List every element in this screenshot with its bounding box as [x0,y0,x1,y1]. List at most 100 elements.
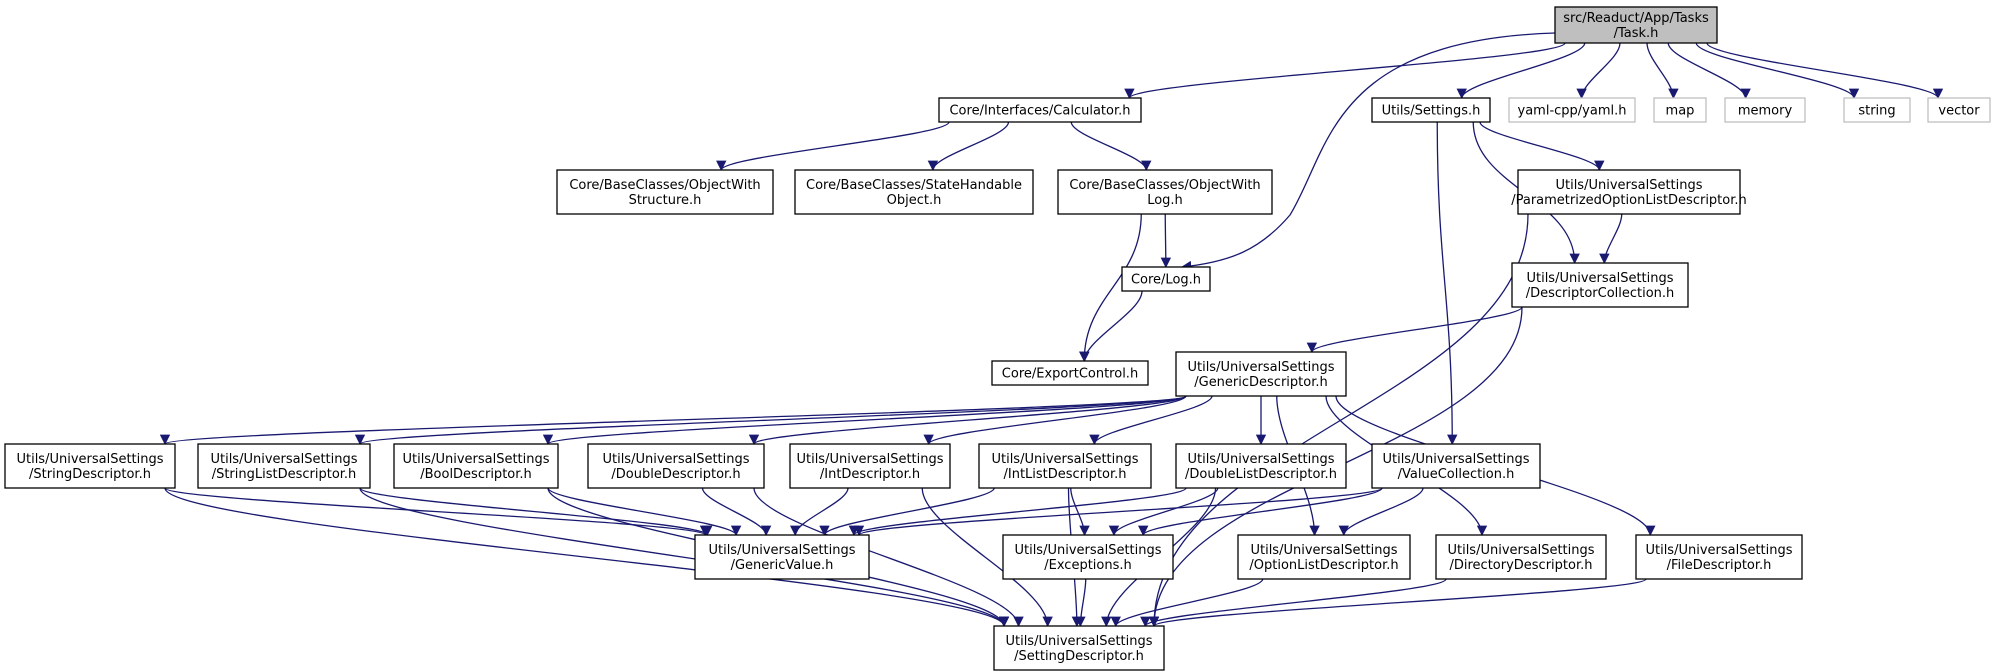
node-box[interactable] [1554,6,1718,44]
edge-task-to-memory [1667,42,1751,100]
node-box[interactable] [694,534,870,580]
node-stringlistdesc[interactable]: Utils/UniversalSettings/StringListDescri… [197,443,371,489]
node-string[interactable]: string [1843,97,1911,123]
node-box[interactable] [556,169,774,215]
node-directorydesc[interactable]: Utils/UniversalSettings/DirectoryDescrip… [1435,534,1607,580]
node-box[interactable] [1002,534,1174,580]
edge-filedesc-to-settingdesc [1149,578,1647,628]
node-box[interactable] [1517,169,1741,215]
node-label: /DoubleListDescriptor.h [1185,467,1337,482]
node-box[interactable] [1843,97,1911,123]
node-box[interactable] [1057,169,1273,215]
node-yaml[interactable]: yaml-cpp/yaml.h [1508,97,1636,123]
edge-genericdesc-to-intdesc [923,395,1187,446]
edge-calculator-to-objstructure [716,121,950,172]
node-memory[interactable]: memory [1724,97,1806,123]
node-calculator[interactable]: Core/Interfaces/Calculator.h [938,97,1142,123]
node-intdesc[interactable]: Utils/UniversalSettings/IntDescriptor.h [789,443,951,489]
node-box[interactable] [794,169,1034,215]
node-box[interactable] [991,360,1149,386]
node-label: Utils/UniversalSettings [1555,178,1702,193]
node-box[interactable] [197,443,371,489]
edge-valuecollection-to-genericvalue [854,487,1383,537]
edge-stringlistdesc-to-genericvalue [359,487,713,537]
node-filedesc[interactable]: Utils/UniversalSettings/FileDescriptor.h [1635,534,1803,580]
edge-settings-to-paramoption [1479,121,1605,172]
node-label: /Exceptions.h [1044,558,1132,573]
node-label: Utils/UniversalSettings [708,543,855,558]
node-booldesc[interactable]: Utils/UniversalSettings/BoolDescriptor.h [393,443,559,489]
node-box[interactable] [1121,266,1211,292]
node-box[interactable] [1371,97,1491,123]
node-label: /StringDescriptor.h [29,467,151,482]
node-label: /IntDescriptor.h [820,467,920,482]
node-box[interactable] [978,443,1152,489]
node-box[interactable] [4,443,176,489]
edge-task-to-log [1180,32,1556,272]
node-map[interactable]: map [1653,97,1707,123]
edge-booldesc-to-genericvalue [547,487,742,537]
node-box[interactable] [393,443,559,489]
node-intlistdesc[interactable]: Utils/UniversalSettings/IntListDescripto… [978,443,1152,489]
node-box[interactable] [1237,534,1411,580]
node-label: Object.h [887,193,942,208]
node-optionlist[interactable]: Utils/UniversalSettings/OptionListDescri… [1237,534,1411,580]
node-settings[interactable]: Utils/Settings.h [1371,97,1491,123]
node-box[interactable] [789,443,951,489]
node-genericdesc[interactable]: Utils/UniversalSettings/GenericDescripto… [1175,351,1347,397]
node-exportcontrol[interactable]: Core/ExportControl.h [991,360,1149,386]
node-box[interactable] [1175,443,1347,489]
edge-stringdesc-to-genericvalue [164,487,710,537]
node-label: Utils/UniversalSettings [1526,271,1673,286]
node-label: map [1666,104,1695,119]
edge-task-to-settings [1456,42,1586,100]
node-label: Utils/UniversalSettings [1187,360,1334,375]
node-box[interactable] [1175,351,1347,397]
node-box[interactable] [938,97,1142,123]
node-log[interactable]: Core/Log.h [1121,266,1211,292]
node-label: /DoubleDescriptor.h [611,467,740,482]
node-box[interactable] [1508,97,1636,123]
node-label: Utils/UniversalSettings [991,452,1138,467]
node-box[interactable] [993,625,1165,671]
node-label: Utils/UniversalSettings [1250,543,1397,558]
node-label: Log.h [1147,193,1183,208]
edge-genericdesc-to-stringlistdesc [355,395,1187,446]
node-box[interactable] [1371,443,1541,489]
node-vector[interactable]: vector [1927,97,1991,123]
node-label: Core/BaseClasses/ObjectWith [569,178,760,193]
node-label: vector [1938,104,1980,119]
edge-valuecollection-to-exceptions [1138,487,1383,537]
node-doublelistdesc[interactable]: Utils/UniversalSettings/DoubleListDescri… [1175,443,1347,489]
node-box[interactable] [1435,534,1607,580]
node-box[interactable] [1653,97,1707,123]
node-task[interactable]: src/Readuct/App/Tasks/Task.h [1554,6,1718,44]
node-doubledesc[interactable]: Utils/UniversalSettings/DoubleDescriptor… [587,443,765,489]
node-label: /DirectoryDescriptor.h [1449,558,1592,573]
node-stringdesc[interactable]: Utils/UniversalSettings/StringDescriptor… [4,443,176,489]
node-label: memory [1738,104,1793,119]
node-label: /FileDescriptor.h [1667,558,1772,573]
node-label: /ValueCollection.h [1398,467,1515,482]
node-settingdesc[interactable]: Utils/UniversalSettings/SettingDescripto… [993,625,1165,671]
edge-paramoption-to-settingdesc [1148,213,1529,628]
node-label: /DescriptorCollection.h [1526,286,1675,301]
node-label: /BoolDescriptor.h [420,467,532,482]
node-box[interactable] [1724,97,1806,123]
node-desccollection[interactable]: Utils/UniversalSettings/DescriptorCollec… [1511,262,1689,308]
node-paramoption[interactable]: Utils/UniversalSettings/ParametrizedOpti… [1511,169,1747,215]
edge-genericdesc-to-doubledesc [749,395,1187,446]
node-box[interactable] [1511,262,1689,308]
node-genericvalue[interactable]: Utils/UniversalSettings/GenericValue.h [694,534,870,580]
node-box[interactable] [1635,534,1803,580]
node-label: Utils/UniversalSettings [402,452,549,467]
node-valuecollection[interactable]: Utils/UniversalSettings/ValueCollection.… [1371,443,1541,489]
node-box[interactable] [587,443,765,489]
node-box[interactable] [1927,97,1991,123]
node-exceptions[interactable]: Utils/UniversalSettings/Exceptions.h [1002,534,1174,580]
node-label: string [1858,104,1895,119]
